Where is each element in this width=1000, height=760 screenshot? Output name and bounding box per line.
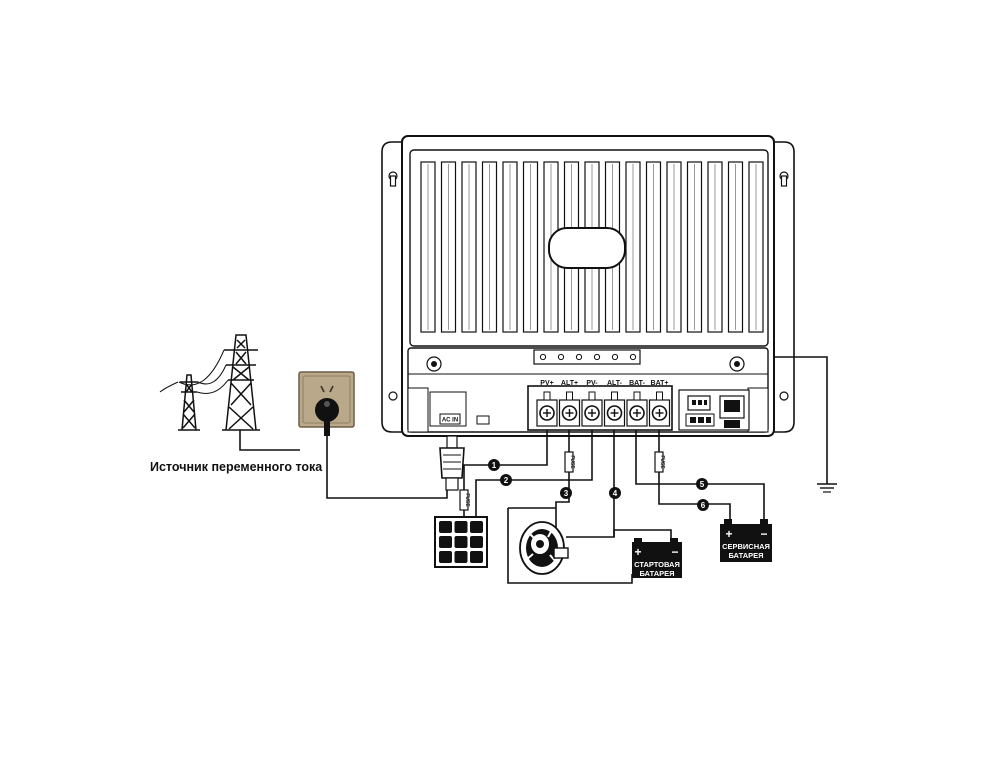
flange-hole-left-bottom [388, 391, 398, 401]
solar-cell [470, 551, 483, 563]
ground-connection [775, 356, 837, 493]
solar-cell [454, 551, 468, 563]
solar-cell [454, 521, 468, 533]
flange-hole-right-bottom [779, 391, 789, 401]
solar-cell [439, 536, 452, 548]
service-battery-label-1: СЕРВИСНАЯ [722, 542, 770, 551]
fuse-label: FUSE [659, 455, 665, 469]
wire-number: 1 [492, 461, 497, 470]
ac-plug [439, 435, 465, 491]
wire-number-badge [609, 487, 621, 499]
battery-icon [632, 542, 682, 578]
wire-number: 5 [700, 480, 705, 489]
status-led [629, 353, 637, 361]
keyhole-left [388, 171, 398, 187]
wire-number-badge [696, 478, 708, 490]
ground-icon [817, 483, 837, 493]
left-mounting-flange [381, 141, 406, 433]
fuse-icon [654, 451, 664, 473]
terminals: PV+ ALT+ PV- ALT- BAT- BAT+ [536, 380, 671, 427]
start-battery-label-1: СТАРТОВАЯ [634, 560, 680, 569]
battery-icon [720, 524, 772, 562]
wiring [463, 430, 765, 584]
start-battery: + − СТАРТОВАЯ БАТАРЕЯ [632, 538, 682, 578]
status-led [575, 353, 583, 361]
solar-cell [470, 521, 483, 533]
heatsink-fins [420, 161, 764, 333]
service-battery-minus: − [760, 527, 767, 541]
solar-cell [454, 536, 468, 548]
start-battery-label-2: БАТАРЕЯ [639, 569, 674, 578]
charger-unit: AC IN PV+ ALT+ PV- ALT- BAT- BAT+ [381, 135, 795, 437]
panel-screw-right [729, 356, 745, 372]
wire-number-badge [560, 487, 572, 499]
led-strip [533, 349, 641, 365]
terminal-label: BAT+ [651, 380, 669, 387]
fuse-label: FUSE [569, 455, 575, 469]
ac-in-label-box [439, 413, 461, 425]
wire-number: 3 [564, 489, 569, 498]
alternator-icon [519, 521, 569, 575]
status-leds [539, 353, 637, 361]
terminal-label: PV+ [540, 380, 553, 387]
terminal-label: ALT+ [561, 380, 578, 387]
ac-in-label: AC IN [442, 418, 458, 424]
service-battery-plus: + [725, 527, 732, 541]
ac-grommet-tab [476, 415, 490, 425]
wall-socket-icon [298, 371, 355, 436]
service-battery: + − СЕРВИСНАЯ БАТАРЕЯ [720, 519, 772, 562]
fuse-icon [564, 451, 574, 473]
start-battery-plus: + [634, 545, 641, 559]
wire-number-badge [500, 474, 512, 486]
right-mounting-flange [769, 141, 795, 433]
wire-number-badge [488, 459, 500, 471]
wire-number: 6 [701, 501, 706, 510]
terminal-label: PV- [586, 380, 598, 387]
terminal-label: BAT- [629, 380, 645, 387]
panel-right-block [747, 387, 769, 433]
status-led [557, 353, 565, 361]
ac-source-caption: Источник переменного тока [150, 460, 323, 474]
solar-cell [470, 536, 483, 548]
panel-left-block [407, 387, 429, 433]
fuses: FUSE FUSE FUSE [459, 451, 665, 511]
service-battery-label-2: БАТАРЕЯ [728, 551, 763, 560]
solar-cell [439, 521, 452, 533]
ac-source-wire [326, 436, 448, 499]
wire-number: 4 [613, 489, 618, 498]
status-led [539, 353, 547, 361]
solar-panel-icon [434, 516, 488, 568]
fuse-icon [459, 489, 469, 511]
wire-1 [463, 430, 548, 490]
keyhole-right [779, 171, 789, 187]
panel-screw-left [426, 356, 442, 372]
power-tower-icon [159, 334, 300, 451]
fuse-label: FUSE [464, 493, 470, 507]
wire-number: 2 [504, 476, 509, 485]
handle-cutout [548, 227, 626, 269]
terminal-label: ALT- [607, 380, 623, 387]
wire-number-badges: 12 3 4 5 6 [488, 459, 709, 511]
wire-4 [566, 430, 615, 538]
wire-2 [475, 430, 593, 518]
status-led [611, 353, 619, 361]
start-battery-minus: − [671, 545, 678, 559]
status-led [593, 353, 601, 361]
wire-number-badge [697, 499, 709, 511]
solar-cell [439, 551, 452, 563]
